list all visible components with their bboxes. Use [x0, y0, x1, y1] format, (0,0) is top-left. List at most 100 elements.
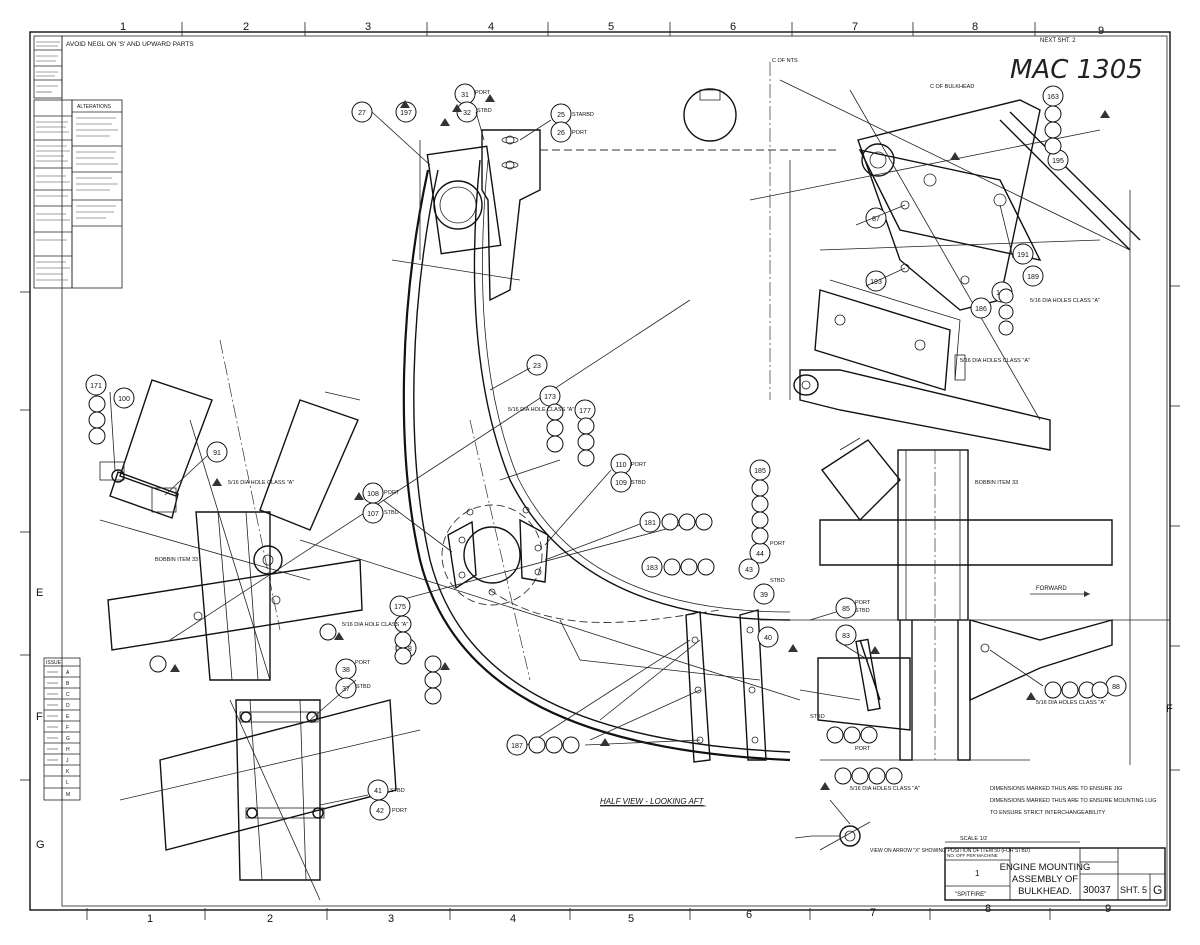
col-label: 4: [488, 21, 494, 33]
issue-row: M: [66, 792, 70, 798]
svg-text:STBD: STBD: [477, 108, 492, 114]
balloon: 181: [639, 511, 661, 533]
svg-text:183: 183: [646, 565, 658, 572]
triangle-markers: [170, 94, 1110, 790]
svg-text:87: 87: [872, 216, 880, 223]
svg-text:26: 26: [557, 130, 565, 137]
col-label: 1: [120, 21, 126, 33]
svg-text:STBD: STBD: [384, 510, 399, 516]
svg-text:BOBBIN ITEM 33: BOBBIN ITEM 33: [155, 557, 198, 563]
col-label: 1: [147, 913, 153, 925]
top-note: AVOID NEGL ON 'S' AND UPWARD PARTS: [66, 41, 194, 48]
svg-text:TO ENSURE STRICT INTERCHANGEAB: TO ENSURE STRICT INTERCHANGEABILITY: [990, 810, 1106, 816]
balloon: 108: [362, 482, 384, 504]
title-line-1: ENGINE MOUNTING: [1000, 862, 1091, 873]
svg-text:189: 189: [1027, 274, 1039, 281]
view-caption: HALF VIEW - LOOKING AFT: [600, 797, 705, 806]
item-balloons: 27 197 31 32 25 26 23 173 177 110 109 10…: [85, 83, 1127, 821]
svg-text:40: 40: [764, 635, 772, 642]
svg-text:5/16 DIA HOLE CLASS "A": 5/16 DIA HOLE CLASS "A": [342, 622, 408, 628]
handwritten-ref: MAC 1305: [1010, 55, 1143, 85]
balloon: 91: [206, 441, 228, 463]
svg-text:32: 32: [463, 110, 471, 117]
svg-text:23: 23: [533, 363, 541, 370]
svg-text:171: 171: [90, 383, 102, 390]
svg-text:PORT: PORT: [572, 130, 588, 136]
left-lower-joint: [119, 699, 421, 901]
col-label: 8: [985, 903, 991, 915]
balloon: 42: [369, 799, 391, 821]
svg-text:163: 163: [1047, 94, 1059, 101]
svg-text:STBD: STBD: [356, 684, 371, 690]
general-notes: DIMENSIONS MARKED THUS ARE TO ENSURE JIG…: [990, 786, 1157, 816]
balloon: 26: [550, 121, 572, 143]
svg-text:186: 186: [975, 306, 987, 313]
drawing-border: [29, 31, 1171, 911]
svg-text:PORT: PORT: [855, 600, 871, 606]
svg-text:193: 193: [870, 279, 882, 286]
svg-text:31: 31: [461, 92, 469, 99]
balloon: 187: [506, 734, 528, 756]
balloon: 110: [610, 453, 632, 475]
col-label: 3: [388, 913, 394, 925]
svg-text:185: 185: [754, 468, 766, 475]
svg-text:109: 109: [615, 480, 627, 487]
grid-columns-bottom: 1 2 3 4 5 6 7 8 9: [147, 903, 1111, 925]
col-label: 5: [628, 913, 634, 925]
svg-text:STBD: STBD: [390, 788, 405, 794]
svg-text:108: 108: [367, 491, 379, 498]
title-line-2: ASSEMBLY OF: [1012, 874, 1078, 885]
svg-text:187: 187: [511, 743, 523, 750]
svg-text:STBD: STBD: [810, 714, 825, 720]
balloon: 85: [835, 597, 857, 619]
balloon: 185: [749, 459, 771, 481]
svg-text:BOBBIN ITEM 33: BOBBIN ITEM 33: [975, 480, 1018, 486]
balloon: 40: [757, 626, 779, 648]
row-label: F: [1166, 703, 1173, 715]
svg-text:38: 38: [342, 667, 350, 674]
svg-text:DIMENSIONS MARKED THUS ARE TO: DIMENSIONS MARKED THUS ARE TO ENSURE MOU…: [990, 798, 1157, 804]
issue-row: H: [66, 747, 70, 753]
svg-text:195: 195: [1052, 158, 1064, 165]
col-label: 8: [972, 21, 978, 33]
balloon: 25: [550, 103, 572, 125]
right-lower-view: [760, 437, 1170, 761]
balloon: 175: [389, 595, 411, 617]
svg-text:STBD: STBD: [855, 608, 870, 614]
part-number-stacks: [88, 105, 1109, 785]
svg-text:177: 177: [579, 408, 591, 415]
svg-text:37: 37: [342, 686, 350, 693]
svg-text:197: 197: [400, 110, 412, 117]
svg-text:PORT: PORT: [631, 462, 647, 468]
svg-text:C OF BULKHEAD: C OF BULKHEAD: [930, 84, 974, 90]
issue-row: F: [66, 725, 69, 731]
svg-text:42: 42: [376, 808, 384, 815]
alterations-header: ALTERATIONS: [77, 104, 112, 110]
balloon: 189: [1022, 265, 1044, 287]
col-label: 7: [852, 21, 858, 33]
issue-row: A: [66, 670, 70, 676]
drawing-inner-border: [61, 35, 1168, 907]
balloon: 43: [738, 558, 760, 580]
issue-row: L: [66, 780, 69, 786]
issue-row: E: [66, 714, 70, 720]
svg-text:PORT: PORT: [355, 660, 371, 666]
svg-text:41: 41: [374, 788, 382, 795]
col-label: 6: [730, 21, 736, 33]
svg-text:85: 85: [842, 606, 850, 613]
annotation-labels: PORT STBD STARBD PORT PORT STBD PORT STB…: [155, 84, 1106, 814]
col-label: 6: [746, 909, 752, 921]
issue-row: J: [66, 758, 69, 764]
scale-label: SCALE 1/2: [960, 836, 987, 842]
svg-text:5/16 DIA HOLE CLASS "A": 5/16 DIA HOLE CLASS "A": [508, 407, 574, 413]
grid-rows: E F G F: [36, 587, 1173, 851]
svg-text:5/16 DIA HOLE CLASS "A": 5/16 DIA HOLE CLASS "A": [228, 480, 294, 486]
balloon: 39: [753, 583, 775, 605]
balloon: 83: [835, 624, 857, 646]
title-block: SCALE 1/2 NO. OFF PER MACHINE 1 "SPITFIR…: [944, 836, 1166, 901]
col-label: 9: [1098, 25, 1104, 37]
balloon: 107: [362, 502, 384, 524]
col-label: 4: [510, 913, 516, 925]
svg-text:PORT: PORT: [475, 90, 491, 96]
balloon: 38: [335, 658, 357, 680]
